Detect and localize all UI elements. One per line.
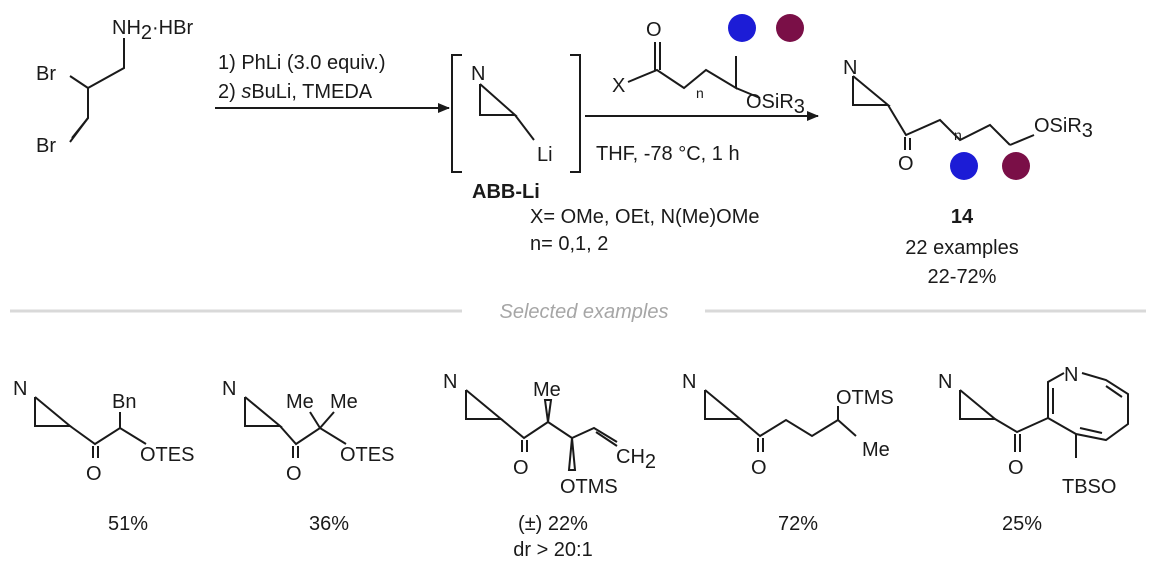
example-1-structure [34,396,147,458]
example-3-sub3: OTMS [560,476,618,498]
step1-reagent-2: 2) sBuLi, TMEDA [218,81,373,103]
example-2-structure [244,396,347,458]
n-definition: n= 0,1, 2 [530,233,608,255]
example-1-sub1: Bn [112,391,136,413]
product-n-label: N [843,57,857,79]
example-3-o-label: O [513,457,529,479]
example-5-structure [959,372,1129,458]
product-number: 14 [951,206,974,228]
electrophile-structure [627,42,761,99]
bromine-bottom-label: Br [36,135,56,157]
maroon-substituent-marker [776,14,804,42]
intermediate-abb-li [479,83,535,141]
intermediate-name: ABB-Li [472,181,540,203]
x-definition: X= OMe, OEt, N(Me)OMe [530,206,759,228]
product-blue-marker [950,152,978,180]
step1-reagent-1: 1) PhLi (3.0 equiv.) [218,52,386,74]
example-1-yield: 51% [108,513,148,535]
bromine-top-label: Br [36,63,56,85]
example-3-n-label: N [443,371,457,393]
step2-conditions: THF, -78 °C, 1 h [596,143,740,165]
product-maroon-marker [1002,152,1030,180]
example-4-yield: 72% [778,513,818,535]
example-4-structure [704,389,857,452]
example-4-sub1: OTMS [836,387,894,409]
example-1-sub2: OTES [140,444,194,466]
example-5-sub1: TBSO [1062,476,1116,498]
intermediate-n-label: N [471,63,485,85]
product-structure [852,75,1035,150]
example-2-n-label: N [222,378,236,400]
reagent-osi-label: OSiR3 [746,91,805,118]
example-2-yield: 36% [309,513,349,535]
example-3-sub2: CH2 [616,446,656,473]
example-5-n-label: N [938,371,952,393]
example-2-sub1b: Me [330,391,358,413]
example-4-n-label: N [682,371,696,393]
blue-substituent-marker [728,14,756,42]
example-5-yield: 25% [1002,513,1042,535]
divider-caption: Selected examples [500,301,669,323]
example-3-structure [465,389,618,471]
reagent-x-label: X [612,75,625,97]
example-5-o-label: O [1008,457,1024,479]
example-2-sub2: OTES [340,444,394,466]
product-n-sub: n [954,127,962,143]
example-3-yield: (±) 22% [518,513,588,535]
product-osi-label: OSiR3 [1034,115,1093,142]
product-o-label: O [898,153,914,175]
example-5-ring-n-label: N [1064,364,1078,386]
example-1-o-label: O [86,463,102,485]
reagent-o-label: O [646,19,662,41]
starting-material [69,38,125,143]
reagent-n-sub: n [696,85,704,101]
example-4-sub2: Me [862,439,890,461]
example-2-sub1: Me [286,391,314,413]
example-1-n-label: N [13,378,27,400]
product-example-count: 22 examples [905,237,1018,259]
product-yield-range: 22-72% [928,266,997,288]
intermediate-li-label: Li [537,144,553,166]
example-4-o-label: O [751,457,767,479]
intermediate-brackets [451,54,581,173]
amine-label: NH2·HBr [112,17,193,44]
example-3-dr: dr > 20:1 [513,539,593,561]
example-2-o-label: O [286,463,302,485]
example-3-sub1: Me [533,379,561,401]
